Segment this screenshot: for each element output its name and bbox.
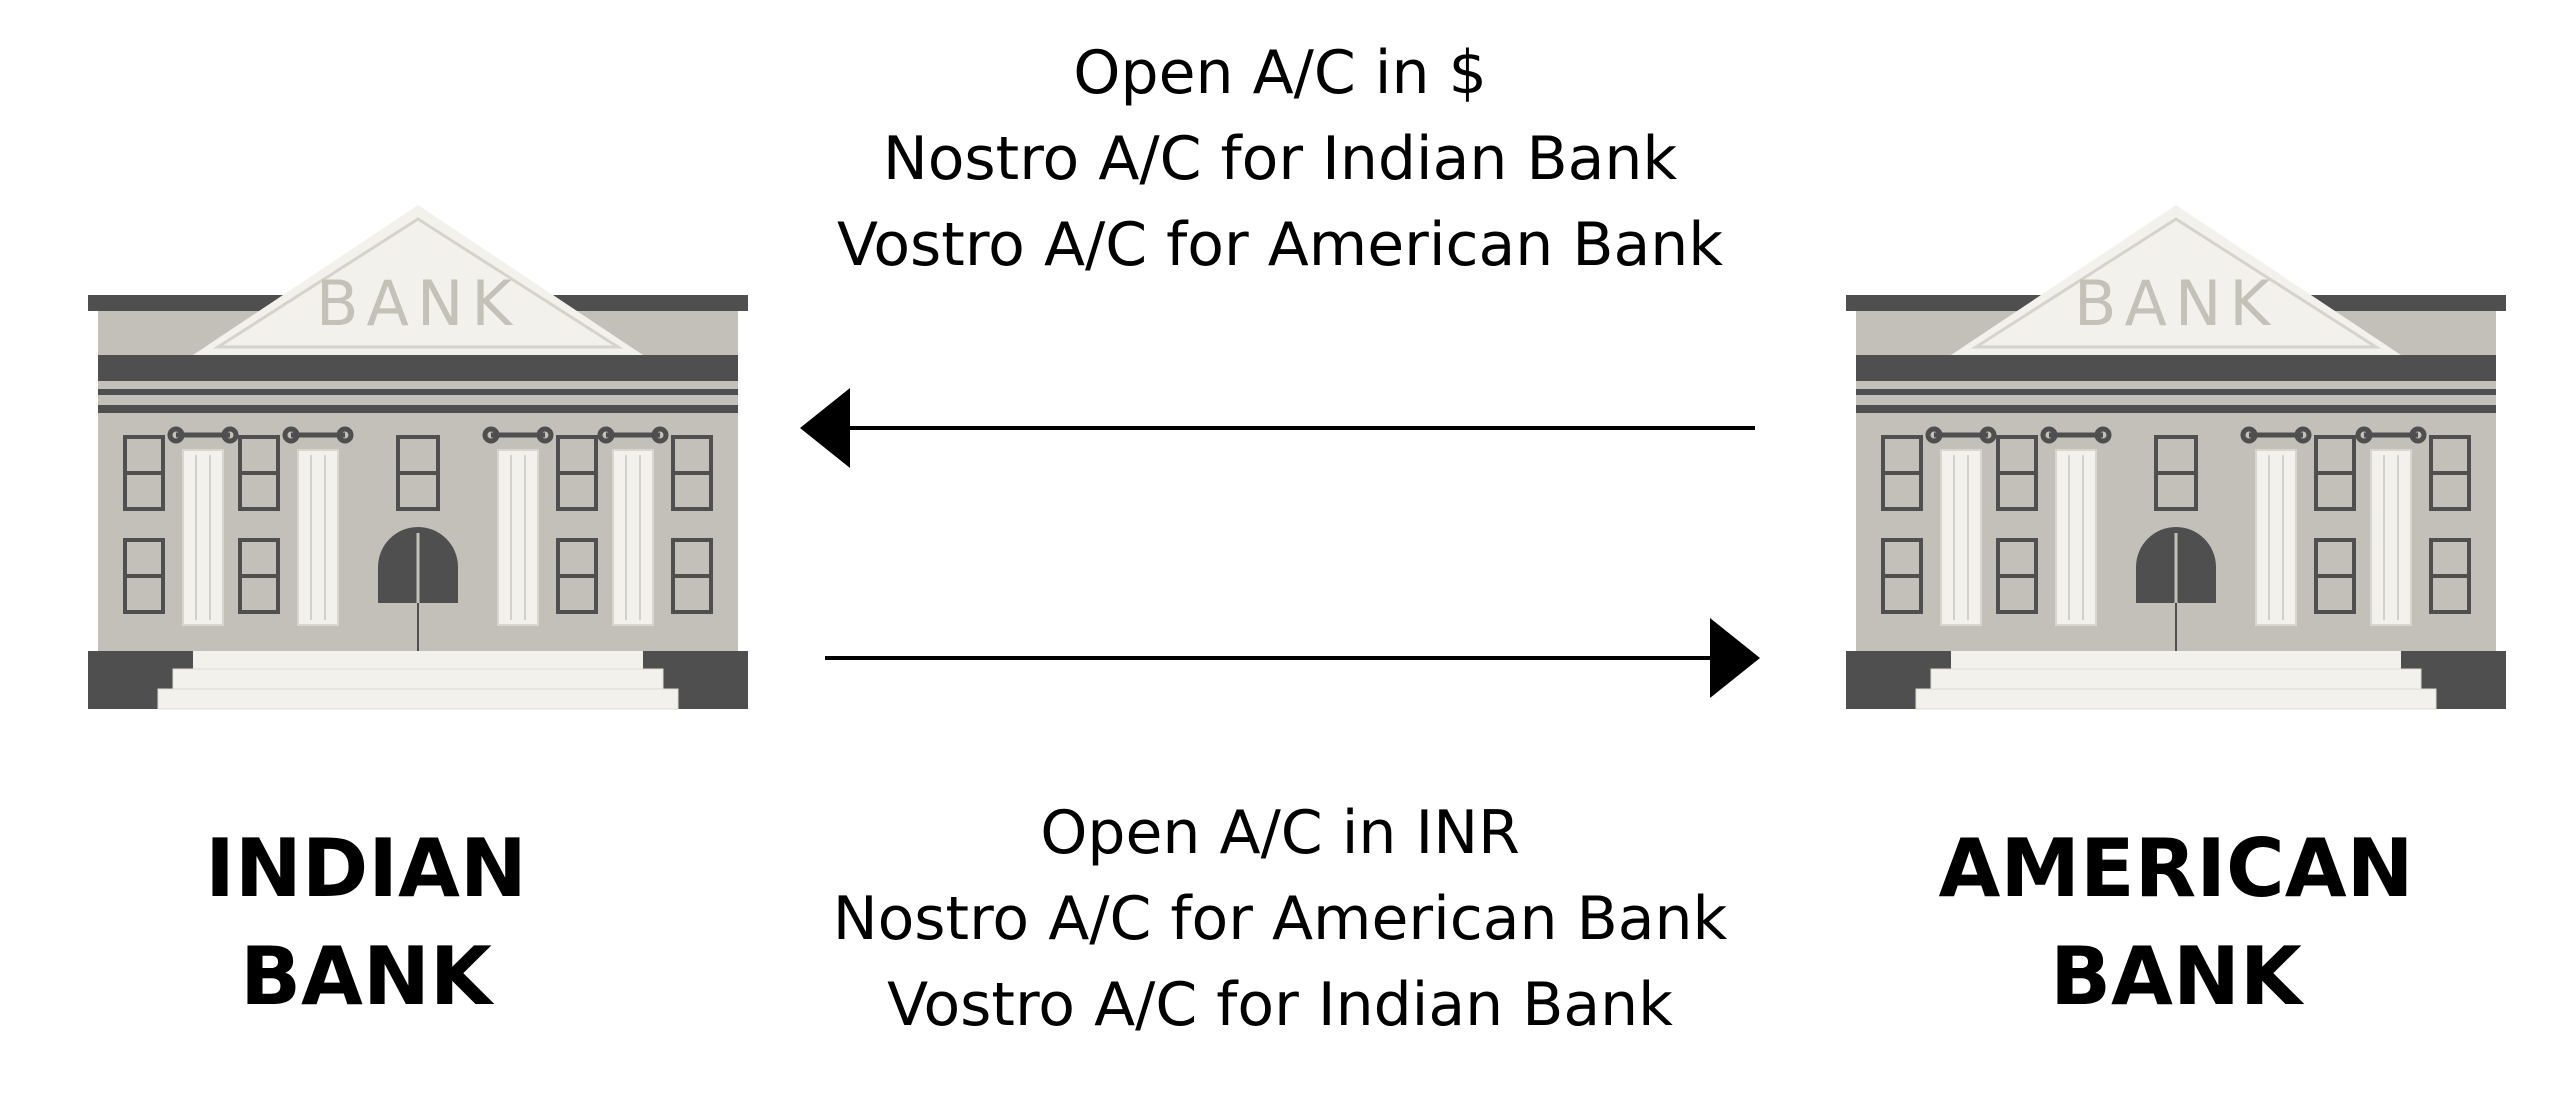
indian-bank-title-line-1: INDIAN [205, 822, 527, 915]
american-bank-building-icon: BANK [1846, 195, 2506, 715]
bank-sign-text: BANK [2074, 267, 2278, 340]
indian-bank-title-line-2: BANK [240, 930, 492, 1023]
bottom-flow-line-1: Open A/C in INR [1040, 798, 1520, 868]
bank-sign-text: BANK [316, 267, 520, 340]
indian-bank-building-icon: BANK [88, 195, 748, 715]
arrow-left-icon [790, 383, 1770, 473]
arrow-right-icon [790, 613, 1770, 703]
american-bank-title: AMERICAN BANK [1826, 815, 2526, 1031]
top-flow-line-1: Open A/C in $ [1073, 38, 1487, 108]
bottom-flow-line-3: Vostro A/C for Indian Bank [887, 970, 1673, 1040]
american-bank-title-line-2: BANK [2050, 930, 2302, 1023]
bottom-flow-note: Open A/C in INR Nostro A/C for American … [780, 790, 1780, 1048]
bottom-flow-line-2: Nostro A/C for American Bank [832, 884, 1728, 954]
indian-bank-title: INDIAN BANK [16, 815, 716, 1031]
american-bank-title-line-1: AMERICAN [1938, 822, 2414, 915]
top-flow-line-3: Vostro A/C for American Bank [836, 210, 1724, 280]
top-flow-line-2: Nostro A/C for Indian Bank [882, 124, 1678, 194]
top-flow-note: Open A/C in $ Nostro A/C for Indian Bank… [780, 30, 1780, 288]
